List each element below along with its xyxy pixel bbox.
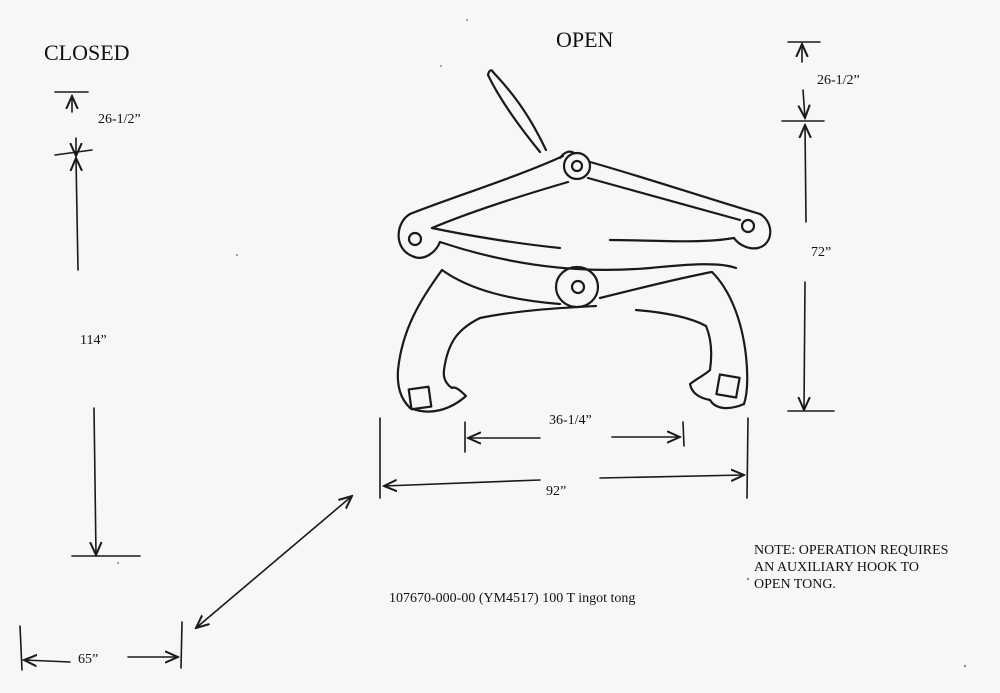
scan-specks — [117, 19, 967, 668]
top-pin-icon — [570, 159, 584, 173]
top-shackle — [562, 151, 592, 181]
closed-width-right-tick — [180, 621, 183, 669]
upper-right-link-top — [588, 160, 762, 216]
right-leg-outer — [710, 270, 749, 406]
open-width-right-tick — [746, 417, 749, 499]
center-pivot-boss — [554, 265, 600, 309]
left-jaw-pad — [407, 385, 433, 411]
open-dimensions — [379, 41, 835, 499]
closed-height-dimension: 114” — [80, 333, 107, 348]
closed-dimensions — [19, 91, 352, 671]
cross-arm-upper-inner — [430, 226, 562, 250]
open-heading: OPEN — [556, 27, 614, 52]
left-leg-inner — [442, 316, 482, 390]
right-leg-inner — [634, 308, 713, 372]
left-pin-icon — [407, 231, 423, 247]
left-knuckle — [397, 212, 442, 259]
left-leg-top-edge — [478, 304, 598, 320]
open-height-dimension: 72” — [811, 245, 832, 260]
closed-width-left-tick — [19, 625, 23, 671]
left-leg-outer — [396, 268, 444, 410]
closed-height-arrow-down — [94, 407, 96, 555]
upper-left-link-bottom — [430, 180, 570, 230]
cross-arm-lower-right — [598, 270, 714, 300]
open-top-dimension: 26-1/2” — [817, 73, 860, 88]
open-height-arrow-down — [804, 281, 805, 410]
open-width-dimension: 92” — [546, 484, 567, 499]
right-jaw-pad — [715, 373, 741, 399]
left-jaw — [408, 386, 468, 413]
closed-diagonal-arrow — [196, 496, 352, 628]
closed-width-dimension: 65” — [78, 652, 99, 667]
open-height-arrow-up — [805, 125, 806, 223]
closed-top-dimension: 26-1/2” — [98, 112, 141, 127]
jaw-gap-right-tick — [682, 421, 685, 447]
open-width-arrow-right — [599, 475, 744, 478]
cross-arm-right-inner — [608, 236, 736, 243]
jaw-gap-dimension: 36-1/4” — [549, 413, 592, 428]
closed-mid-tick — [54, 149, 93, 156]
closed-heading: CLOSED — [44, 40, 130, 65]
right-pin-icon — [740, 218, 756, 234]
cross-arm-lower-left — [440, 268, 562, 306]
cross-arm-upper — [438, 240, 738, 272]
right-jaw — [688, 368, 746, 410]
right-knuckle — [732, 212, 772, 250]
hook-handle-right — [486, 73, 542, 154]
upper-right-link-bottom — [586, 176, 742, 222]
closed-height-arrow-up — [76, 158, 78, 271]
upper-left-link-top — [408, 154, 565, 216]
open-width-arrow-left — [384, 480, 541, 486]
part-caption: 107670-000-00 (YM4517) 100 T ingot tong — [389, 591, 636, 606]
hook-handle-left — [491, 70, 548, 152]
center-pin-icon — [570, 279, 586, 295]
ingot-tong-sketch — [396, 69, 772, 413]
hook-handle-tip — [486, 69, 495, 77]
closed-width-arrow-left — [24, 660, 71, 662]
open-top-arrow-down — [803, 89, 805, 118]
operation-note: NOTE: OPERATION REQUIRES AN AUXILIARY HO… — [754, 543, 949, 592]
